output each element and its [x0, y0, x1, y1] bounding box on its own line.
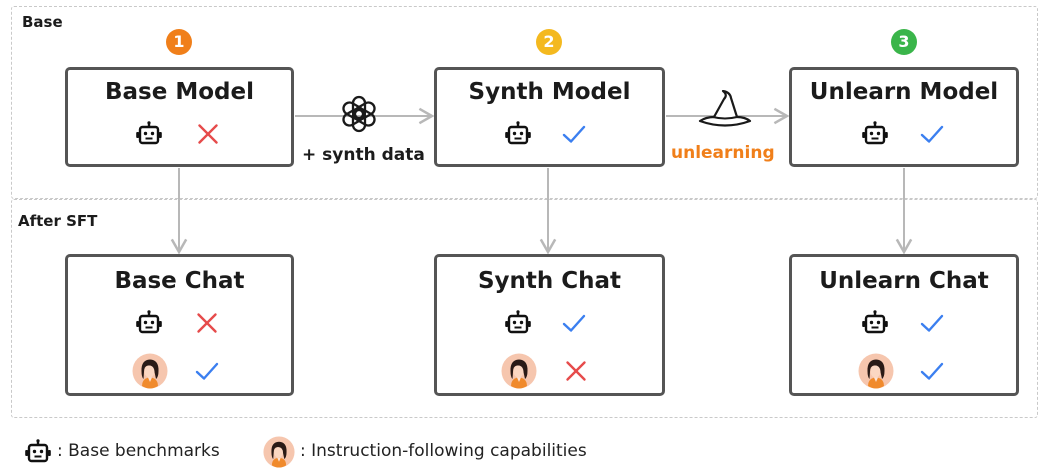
openai-logo-icon	[342, 95, 376, 133]
step-3-badge: 3	[891, 29, 917, 55]
base-chat-box: Base Chat	[65, 254, 294, 396]
unlearn-chat-box: Unlearn Chat	[789, 254, 1019, 396]
legend-instruction-following: : Instruction-following capabilities	[300, 441, 587, 461]
base-model-title: Base Model	[105, 79, 254, 105]
step-1-badge: 1	[166, 29, 192, 55]
cross-icon	[193, 309, 221, 337]
legend-base-benchmarks: : Base benchmarks	[57, 441, 220, 461]
unlearning-label: unlearning	[671, 143, 775, 163]
unlearn-chat-title: Unlearn Chat	[819, 268, 989, 294]
robot-icon	[861, 309, 889, 337]
robot-icon	[504, 120, 532, 148]
check-icon	[193, 357, 221, 385]
synth-model-box: Synth Model	[434, 67, 665, 167]
synth-model-title: Synth Model	[468, 79, 631, 105]
synth-data-label: + synth data	[302, 145, 425, 165]
cross-icon	[562, 357, 590, 385]
legend-person-icon	[263, 436, 295, 468]
unlearn-model-box: Unlearn Model	[789, 67, 1019, 167]
witch-hat-icon	[698, 90, 752, 127]
robot-icon	[135, 309, 163, 337]
base-model-box: Base Model	[65, 67, 294, 167]
synth-chat-title: Synth Chat	[477, 268, 622, 294]
legend-robot-icon	[24, 438, 52, 466]
cross-icon	[194, 120, 222, 148]
after-sft-region-label: After SFT	[18, 212, 98, 230]
base-region-label: Base	[22, 13, 63, 31]
robot-icon	[504, 309, 532, 337]
unlearn-model-title: Unlearn Model	[809, 79, 999, 105]
person-icon	[858, 353, 894, 389]
check-icon	[918, 120, 946, 148]
robot-icon	[135, 120, 163, 148]
person-icon	[132, 353, 168, 389]
step-2-badge: 2	[536, 29, 562, 55]
check-icon	[560, 120, 588, 148]
synth-chat-box: Synth Chat	[434, 254, 665, 396]
base-chat-title: Base Chat	[114, 268, 245, 294]
person-icon	[501, 353, 537, 389]
check-icon	[918, 357, 946, 385]
check-icon	[918, 309, 946, 337]
robot-icon	[861, 120, 889, 148]
check-icon	[560, 309, 588, 337]
